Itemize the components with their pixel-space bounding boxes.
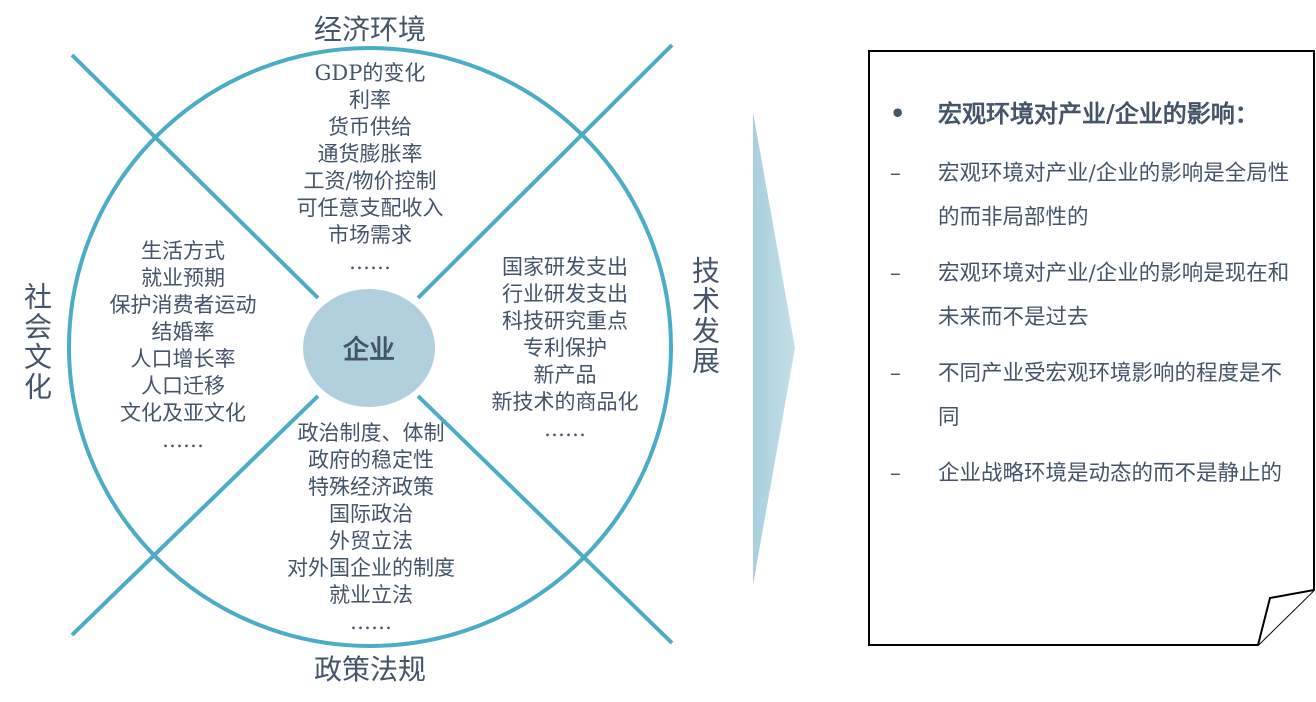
note-item: – 不同产业受宏观环境影响的程度是不同 [890, 352, 1290, 440]
dash-icon: – [890, 461, 901, 486]
label-social: 社会文化 [20, 282, 53, 402]
factor: 人口增长率 [130, 347, 236, 371]
factor: 专利保护 [523, 336, 607, 360]
center-circle [303, 289, 435, 407]
factor: 新技术的商品化 [491, 390, 639, 414]
factor: 国家研发支出 [502, 255, 628, 279]
label-political: 政策法规 [313, 653, 427, 686]
political-factors: 政治制度、体制 政府的稳定性 特殊经济政策 国际政治 外贸立法 对外国企业的制度… [287, 420, 455, 636]
factor: 通货膨胀率 [317, 142, 423, 166]
label-economic: 经济环境 [313, 13, 427, 46]
dash-icon: – [890, 361, 901, 386]
factor: 就业预期 [141, 266, 225, 290]
dash-icon: – [890, 161, 901, 186]
center-enterprise: 企业 [342, 335, 396, 366]
factor: 新产品 [533, 363, 597, 387]
notes-heading: • 宏观环境对产业/企业的影响： [890, 88, 1290, 140]
diagonal-line-2b [70, 394, 320, 637]
factor: 利率 [349, 88, 391, 112]
factor: 就业立法 [329, 583, 413, 607]
factor: 工资/物价控制 [303, 169, 437, 193]
factor: 特殊经济政策 [308, 475, 434, 499]
arrow-chevron [753, 112, 795, 585]
note-fold [1257, 589, 1315, 646]
label-technology: 技术发展 [688, 256, 721, 376]
factor: 文化及亚文化 [120, 401, 246, 425]
diagonal-line-1b [416, 394, 674, 645]
factor: …… [349, 250, 391, 274]
factor: 行业研发支出 [502, 282, 628, 306]
note-item: – 宏观环境对产业/企业的影响是现在和未来而不是过去 [890, 252, 1290, 340]
factor: 政治制度、体制 [297, 421, 445, 445]
diagonal-line-2 [416, 43, 674, 300]
notes-panel: • 宏观环境对产业/企业的影响： – 宏观环境对产业/企业的影响是全局性的而非局… [890, 88, 1290, 496]
economic-factors: GDP的变化 利率 货币供给 通货膨胀率 工资/物价控制 可任意支配收入 市场需… [297, 60, 444, 276]
factor: 科技研究重点 [502, 309, 628, 333]
factor: 国际政治 [329, 502, 413, 526]
factor: …… [350, 610, 392, 634]
diagonal-line-1 [70, 53, 320, 300]
factor: 生活方式 [141, 239, 225, 263]
factor: 可任意支配收入 [296, 196, 444, 220]
factor: …… [544, 417, 586, 441]
factor: 市场需求 [328, 223, 412, 247]
factor: …… [162, 428, 204, 452]
note-item: – 宏观环境对产业/企业的影响是全局性的而非局部性的 [890, 152, 1290, 240]
factor: GDP的变化 [314, 61, 426, 85]
bullet-icon: • [890, 99, 906, 128]
factor: 保护消费者运动 [109, 293, 257, 317]
technology-factors: 国家研发支出 行业研发支出 科技研究重点 专利保护 新产品 新技术的商品化 …… [492, 254, 639, 443]
factor: 外贸立法 [329, 529, 413, 553]
social-factors: 生活方式 就业预期 保护消费者运动 结婚率 人口增长率 人口迁移 文化及亚文化 … [110, 238, 257, 454]
factor: 结婚率 [151, 320, 215, 344]
factor: 货币供给 [328, 115, 412, 139]
note-item: – 企业战略环境是动态的而不是静止的 [890, 452, 1290, 496]
factor: 人口迁移 [141, 374, 225, 398]
environment-ellipse [67, 46, 673, 648]
dash-icon: – [890, 261, 901, 286]
factor: 对外国企业的制度 [287, 556, 455, 580]
factor: 政府的稳定性 [308, 448, 434, 472]
